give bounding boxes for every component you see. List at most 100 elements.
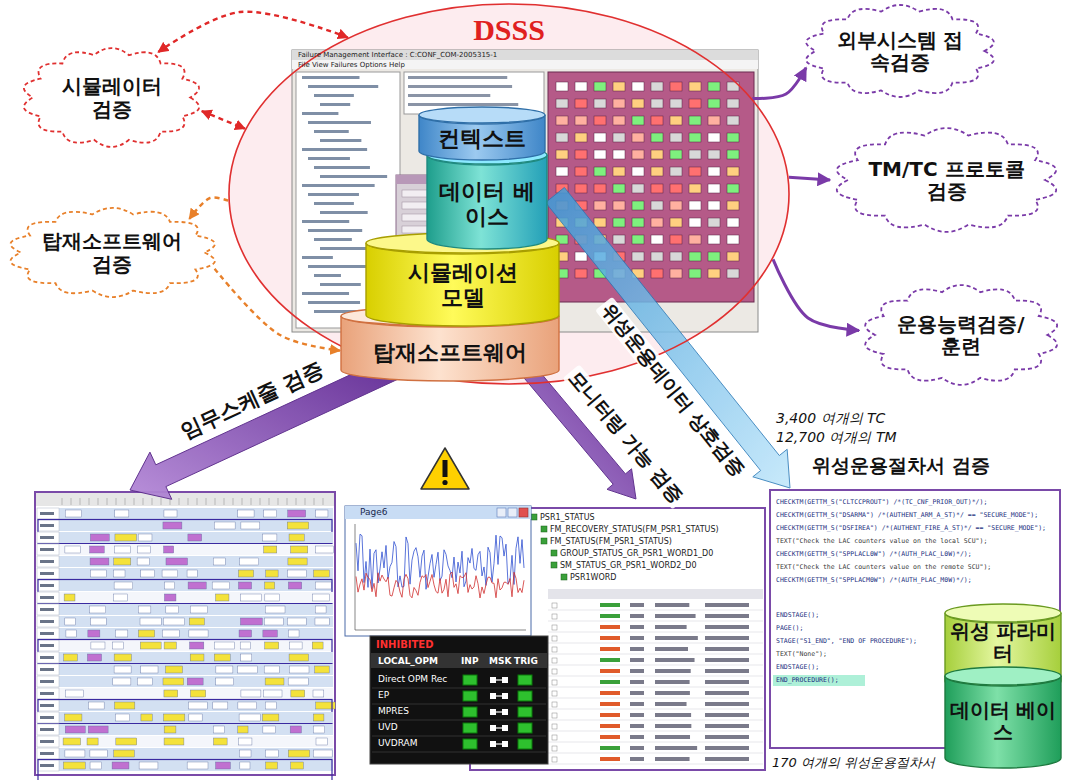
mission-schedule-screenshot-part [316,546,334,553]
mission-schedule-screenshot-part [238,702,257,709]
mission-schedule-screenshot-part [37,652,59,663]
row-label: Direct OPM Rec [378,674,447,684]
app-screenshot-part [556,82,568,91]
mission-schedule-screenshot-part [263,690,282,697]
app-screenshot-part [556,167,568,176]
monitoring-list-screenshot-part [630,713,644,717]
mission-schedule-screenshot-part [114,594,128,601]
app-screenshot-part [308,157,350,160]
code-line: CHECKTM(GETTM_S("SPPLACL0W") /*(AUTH_PLA… [776,551,972,558]
cloud-outline [806,5,994,97]
app-screenshot-part [632,116,644,125]
mission-schedule-screenshot-part [264,618,283,625]
opm-status-panel-part [518,739,532,749]
monitoring-list-screenshot-part [548,665,763,666]
mission-schedule-screenshot-part [265,594,280,601]
mission-schedule-screenshot-part [63,738,81,745]
app-screenshot-part [689,82,701,91]
mission-schedule-screenshot-part [40,656,54,659]
code-line: STAGE("S1_END", "END OF PROCEDURE"); [776,638,917,645]
mission-schedule-screenshot-part [138,630,154,637]
app-screenshot-part [651,201,663,210]
monitoring-list-screenshot-part [600,735,620,739]
mission-schedule-screenshot-part [141,714,152,721]
warning-icon [421,448,469,489]
row-label: MPRES [378,706,409,716]
row-label: Direct OPM Rec [378,674,447,684]
mission-schedule-screenshot-part [238,666,258,673]
mission-schedule-screenshot-part [213,726,224,733]
app-screenshot-part [708,252,720,261]
app-screenshot-part [689,269,701,278]
column-header: LOCAL_OPM [378,656,438,666]
mission-schedule-screenshot-part [288,558,307,565]
verification-cloud: TM/TC 프로토콜 검증 [830,125,1063,235]
mission-schedule-screenshot-part [137,678,152,685]
monitoring-list-screenshot-part [655,669,691,673]
app-screenshot-part [689,184,701,193]
app-screenshot-part [575,184,587,193]
app-screenshot-part [727,252,739,261]
app-screenshot-part [670,150,682,159]
mission-schedule-screenshot-part [316,510,328,517]
app-screenshot-part [292,60,758,69]
monitoring-list-screenshot-part [548,720,763,721]
app-screenshot-part [292,50,758,332]
menu-bar: File View Failures Options Help [298,61,405,69]
mission-schedule-screenshot-part [89,498,90,505]
app-screenshot-part [548,72,754,302]
monitoring-list-screenshot-part [552,691,557,696]
monitoring-list-screenshot-part [552,746,557,751]
monitoring-list-screenshot-part [541,526,547,532]
mission-schedule-screenshot-part [240,762,250,769]
code-line: CHECKTM(GETTM_S("DSARMA") /*(AUTHENT_ARM… [776,512,1038,519]
monitoring-list-screenshot-part [705,724,749,728]
code-line: END_PROCEDURE(); [776,677,839,684]
mission-schedule-screenshot-part [115,702,135,709]
cylinder-body [427,155,547,249]
plot-window-screenshot-part [508,508,517,517]
app-screenshot-part [575,116,587,125]
mission-schedule-screenshot-part [37,736,333,747]
app-screenshot-part [594,218,606,227]
mission-schedule-screenshot-part [166,558,188,565]
node-label: 운용능력검증/ 훈련 [886,313,1036,358]
monitoring-list-screenshot-part [600,724,620,728]
mission-schedule-screenshot-part [65,510,81,517]
app-screenshot-part [727,269,739,278]
mission-schedule-screenshot-part [265,582,275,589]
mission-schedule-screenshot-part [36,493,334,506]
mission-schedule-screenshot-part [37,616,59,627]
app-screenshot-part [727,116,739,125]
app-screenshot-part [670,167,682,176]
app-screenshot-part [308,193,359,196]
count-note: 3,400 여개의 TC [776,410,885,426]
code-line: PAGE(); [776,625,803,632]
mission-schedule-screenshot-part [141,570,155,577]
monitoring-list-screenshot-part [655,636,698,640]
node-label: 시뮬레이터 검증 [52,75,172,120]
mission-schedule-screenshot-part [90,606,106,613]
mission-schedule-screenshot-part [188,534,202,541]
opm-status-panel-part [463,707,477,717]
monitoring-list-screenshot-part [630,625,644,629]
mission-schedule-screenshot-part [37,544,59,555]
mission-schedule-screenshot-part [163,678,184,685]
mission-schedule-screenshot-part [37,664,333,675]
mission-schedule-screenshot-part [224,498,225,505]
section-title: 위성운용절차서 검증 [812,455,990,477]
monitoring-list-screenshot-part [552,757,557,762]
mission-schedule-screenshot-part [37,580,59,591]
mission-schedule-screenshot-part [138,606,151,613]
cylinder-top [427,146,547,164]
mission-schedule-screenshot-part [91,618,107,625]
app-screenshot-part [308,229,362,232]
app-screenshot-part [727,235,739,244]
app-screenshot-part [556,99,568,108]
tree-item: SM_STATUS_GR_PSR1_WORD2_D0 [560,561,697,570]
monitoring-list-screenshot-part [600,702,620,706]
app-screenshot-part [670,82,682,91]
cloud-outline [10,208,214,297]
mission-schedule-screenshot-part [287,498,288,505]
mission-schedule-screenshot-part [188,498,189,505]
